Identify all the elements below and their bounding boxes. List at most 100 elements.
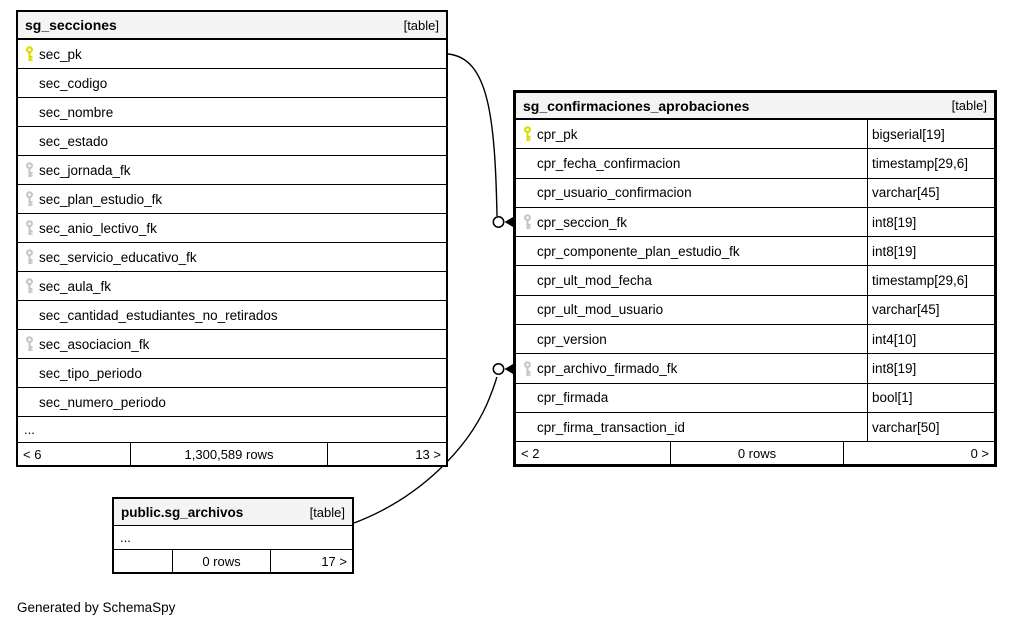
foreign-key-icon <box>524 214 532 231</box>
column-name: sec_cantidad_estudiantes_no_retirados <box>39 307 278 323</box>
column-type: timestamp[29,6] <box>867 149 994 178</box>
related-tables-right-count: 0 > <box>843 442 994 465</box>
table-title[interactable]: sg_confirmaciones_aprobaciones <box>523 97 750 114</box>
table-node-sg-confirmaciones-aprobaciones: sg_confirmaciones_aprobaciones [table] c… <box>513 90 997 468</box>
table-badge: [table] <box>403 17 439 33</box>
table-header[interactable]: sg_confirmaciones_aprobaciones [table] <box>516 93 994 120</box>
zero-cardinality-circle-icon <box>492 363 505 375</box>
primary-key-icon <box>26 46 34 62</box>
zero-cardinality-circle-icon <box>492 216 505 228</box>
column-name: cpr_firmada <box>537 390 609 406</box>
column-name: cpr_ult_mod_usuario <box>537 302 664 318</box>
related-tables-right-count: 17 > <box>270 550 352 572</box>
table-title[interactable]: public.sg_archivos <box>121 504 244 520</box>
table-row: sec_numero_periodo <box>18 388 446 417</box>
table-badge: [table] <box>309 504 345 520</box>
table-title[interactable]: sg_secciones <box>25 17 117 33</box>
table-row: sec_estado <box>18 127 446 156</box>
row-count: 0 rows <box>670 442 843 465</box>
table-row: sec_servicio_educativo_fk <box>18 243 446 272</box>
table-header[interactable]: public.sg_archivos [table] <box>114 499 352 526</box>
table-footer: < 2 0 rows 0 > <box>516 442 994 465</box>
table-badge: [table] <box>951 98 987 113</box>
table-row: cpr_componente_plan_estudio_fk int8[19] <box>516 237 994 267</box>
column-type: timestamp[29,6] <box>867 266 994 295</box>
table-row: sec_plan_estudio_fk <box>18 185 446 214</box>
column-name: cpr_componente_plan_estudio_fk <box>537 243 740 259</box>
table-row: cpr_ult_mod_usuario varchar[45] <box>516 295 994 326</box>
table-row: cpr_pk bigserial[19] <box>516 120 994 150</box>
column-type: int8[19] <box>867 354 994 383</box>
column-type: int8[19] <box>867 207 994 237</box>
table-row: cpr_fecha_confirmacion timestamp[29,6] <box>516 149 994 179</box>
arrowhead-icon <box>504 364 513 374</box>
table-row: sec_cantidad_estudiantes_no_retirados <box>18 301 446 330</box>
table-row: sec_codigo <box>18 69 446 98</box>
column-type: bigserial[19] <box>867 120 994 149</box>
table-row: sec_aula_fk <box>18 272 446 301</box>
table-row: sec_jornada_fk <box>18 156 446 185</box>
column-name: cpr_archivo_firmado_fk <box>537 361 678 377</box>
column-name: sec_aula_fk <box>39 278 112 294</box>
table-row: cpr_version int4[10] <box>516 325 994 355</box>
column-name: cpr_version <box>537 331 607 347</box>
foreign-key-icon <box>26 220 34 236</box>
column-name: sec_nombre <box>39 104 114 120</box>
foreign-key-icon <box>26 249 34 265</box>
primary-key-icon <box>524 126 532 143</box>
column-name: sec_asociacion_fk <box>39 336 150 352</box>
column-type: varchar[50] <box>867 412 994 442</box>
column-name: sec_servicio_educativo_fk <box>39 249 197 265</box>
table-footer: 0 rows 17 > <box>114 550 352 572</box>
column-name: sec_estado <box>39 133 109 149</box>
table-node-public-sg-archivos: public.sg_archivos [table] ... 0 rows 17… <box>112 497 354 574</box>
hidden-columns-ellipsis: ... <box>114 526 352 550</box>
column-name: sec_codigo <box>39 75 108 91</box>
column-type: varchar[45] <box>867 178 994 207</box>
related-tables-right-count: 13 > <box>327 443 446 465</box>
foreign-key-icon <box>26 278 34 294</box>
table-row: sec_anio_lectivo_fk <box>18 214 446 243</box>
table-row: cpr_archivo_firmado_fk int8[19] <box>516 354 994 384</box>
table-row: cpr_firmada bool[1] <box>516 383 994 413</box>
column-name: cpr_pk <box>537 126 578 142</box>
table-row: cpr_usuario_confirmacion varchar[45] <box>516 178 994 208</box>
column-name: sec_tipo_periodo <box>39 365 142 381</box>
foreign-key-icon <box>524 360 532 377</box>
table-node-sg-secciones: sg_secciones [table] sec_pk sec_codigo s… <box>16 10 448 467</box>
column-type: int8[19] <box>867 237 994 266</box>
column-name: cpr_firma_transaction_id <box>537 419 685 435</box>
generated-by-credit: Generated by SchemaSpy <box>17 600 176 615</box>
table-row: sec_pk <box>18 40 446 69</box>
column-type: varchar[45] <box>867 295 994 325</box>
edge-secciones-to-confirmaciones <box>447 53 513 228</box>
column-name: cpr_seccion_fk <box>537 214 628 230</box>
arrowhead-icon <box>504 217 513 227</box>
foreign-key-icon <box>26 162 34 178</box>
table-footer: < 6 1,300,589 rows 13 > <box>18 443 446 465</box>
table-row: cpr_firma_transaction_id varchar[50] <box>516 412 994 443</box>
column-name: sec_anio_lectivo_fk <box>39 220 157 236</box>
column-type: int4[10] <box>867 325 994 354</box>
column-name: sec_jornada_fk <box>39 162 131 178</box>
row-count: 0 rows <box>172 550 270 572</box>
table-row: cpr_seccion_fk int8[19] <box>516 207 994 238</box>
column-name: cpr_usuario_confirmacion <box>537 185 692 201</box>
foreign-key-icon <box>26 191 34 207</box>
column-name: sec_pk <box>39 46 82 62</box>
related-tables-left-count <box>114 550 172 572</box>
related-tables-left-count: < 6 <box>23 446 42 462</box>
table-header[interactable]: sg_secciones [table] <box>18 12 446 40</box>
table-row: sec_asociacion_fk <box>18 330 446 359</box>
column-name: sec_numero_periodo <box>39 394 166 410</box>
hidden-columns-ellipsis: ... <box>18 417 446 443</box>
column-name: cpr_fecha_confirmacion <box>537 155 681 171</box>
row-count: 1,300,589 rows <box>130 443 327 465</box>
table-row: sec_tipo_periodo <box>18 359 446 388</box>
column-type: bool[1] <box>867 383 994 412</box>
foreign-key-icon <box>26 336 34 352</box>
table-row: cpr_ult_mod_fecha timestamp[29,6] <box>516 266 994 296</box>
related-tables-left-count: < 2 <box>521 445 540 461</box>
column-name: cpr_ult_mod_fecha <box>537 273 652 289</box>
table-row: sec_nombre <box>18 98 446 127</box>
